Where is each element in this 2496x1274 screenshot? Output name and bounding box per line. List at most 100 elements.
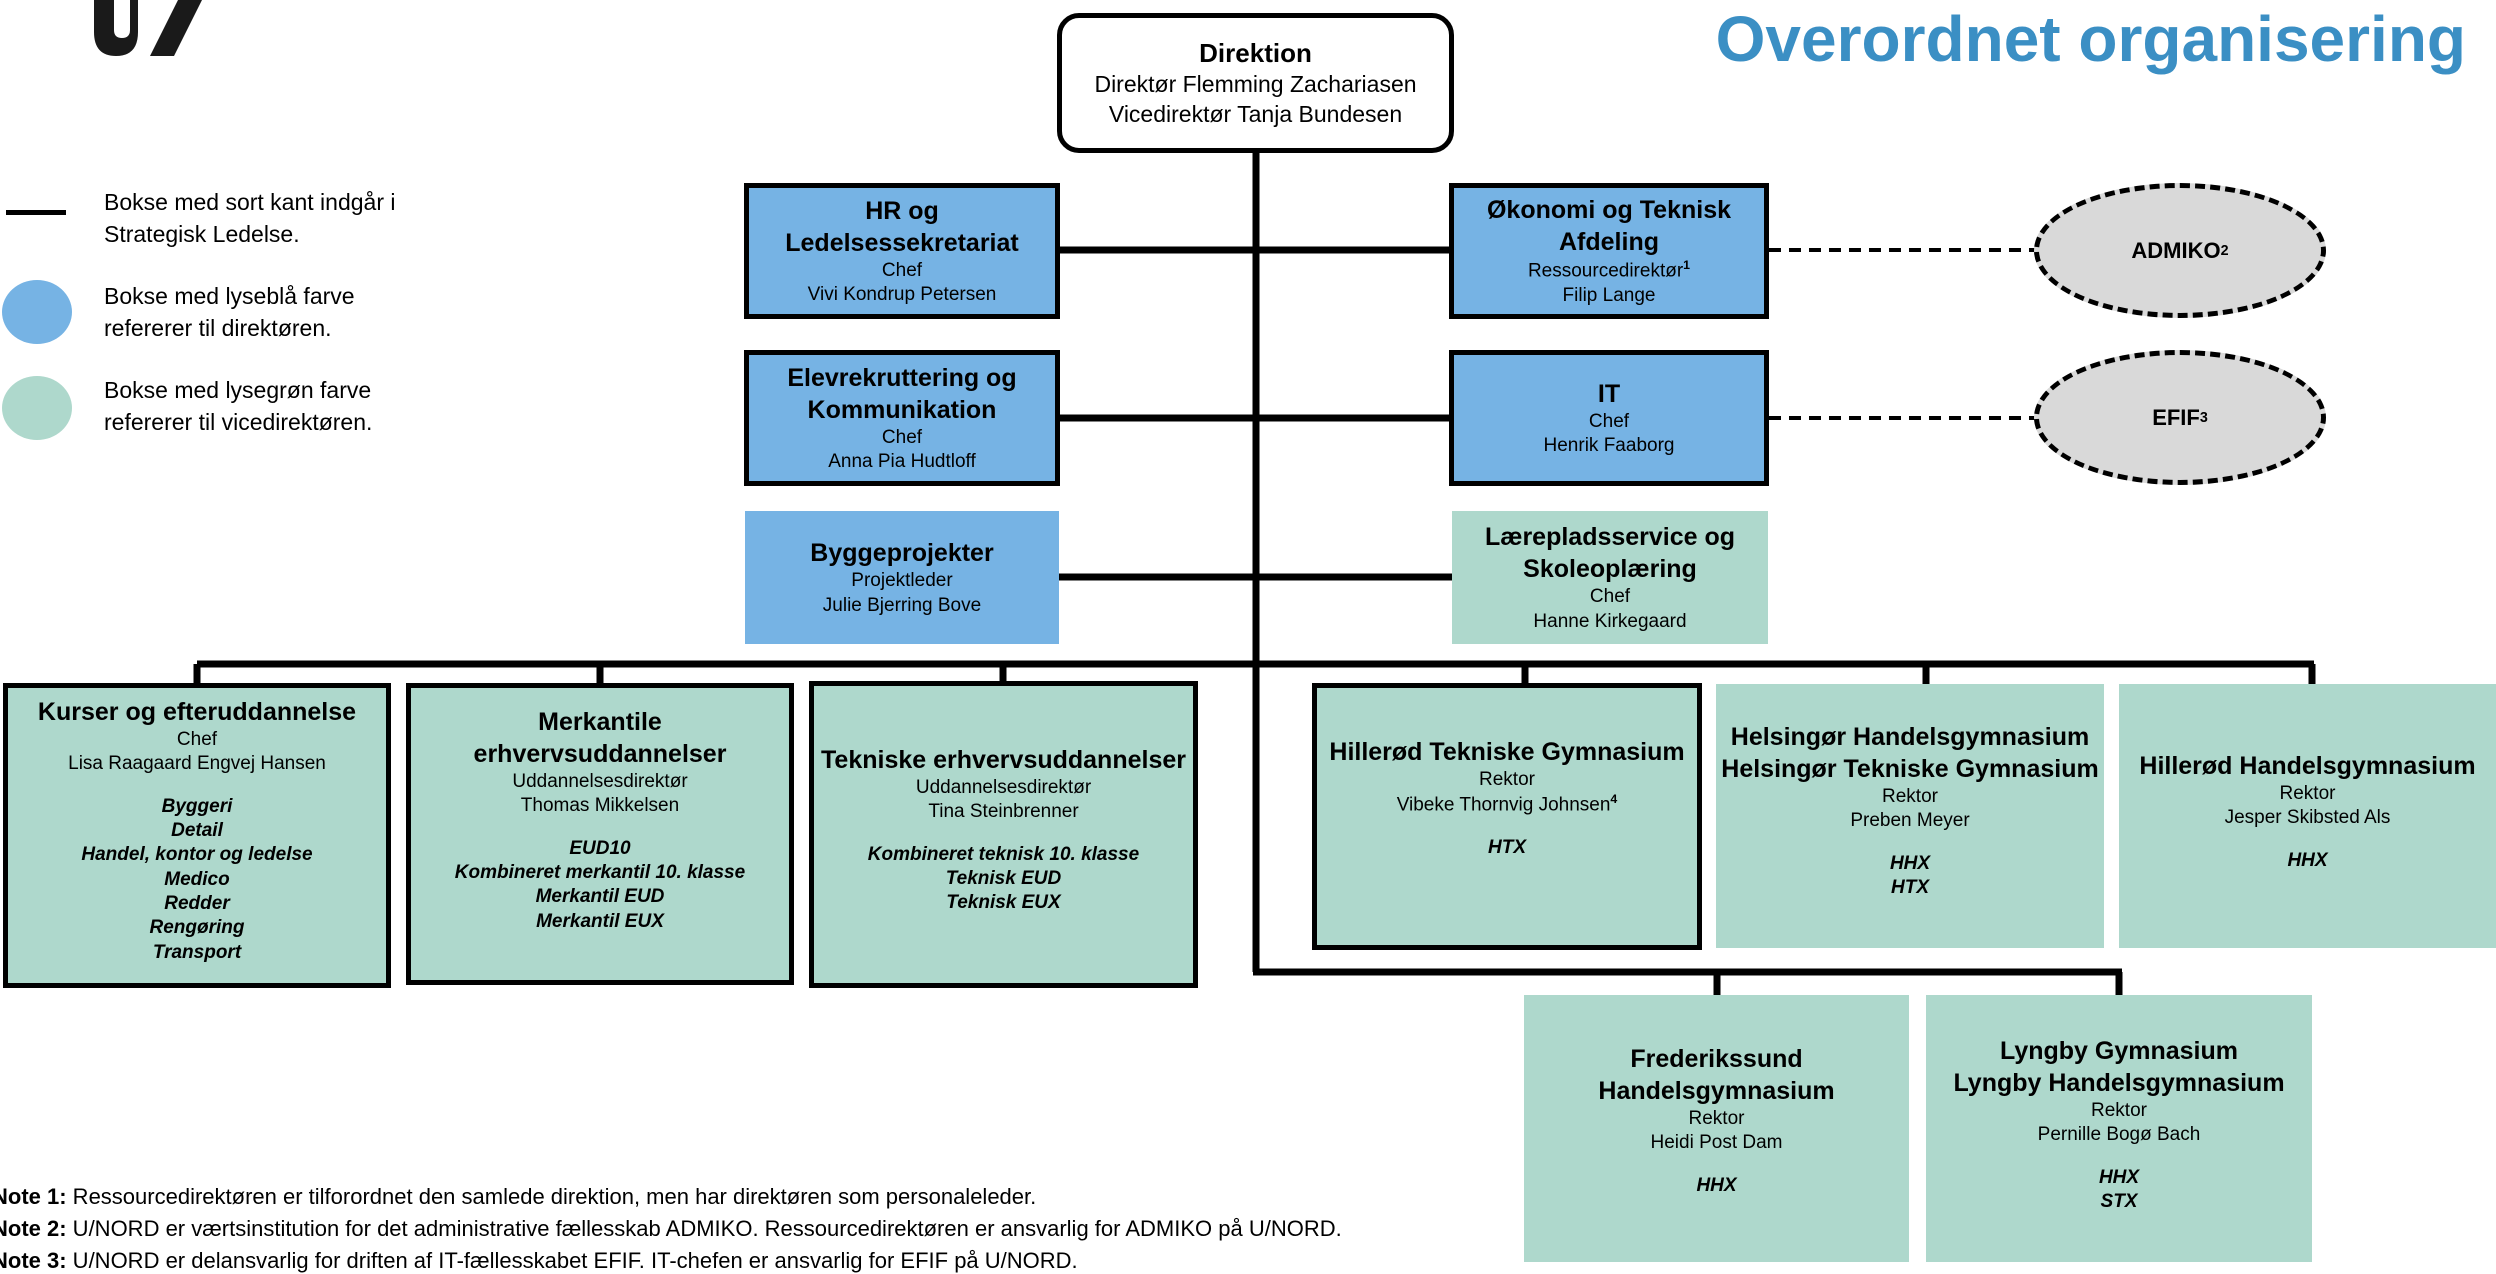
school-name: Heidi Post Dam [1650,1132,1783,1154]
program-item: HHX [1889,852,1931,874]
unit-it: IT Chef Henrik Faaborg [1449,350,1769,486]
school-role: Chef [176,729,218,750]
unit-role: Ressourcedirektør1 [1527,258,1691,282]
logo-icon [94,0,202,56]
note-1: Note 1: Ressourcedirektøren er tilforord… [0,1184,1037,1209]
school-title: Helsingør Tekniske Gymnasium [1721,755,2099,783]
school-role: Uddannelsesdirektør [915,777,1092,798]
direktion-title: Direktion [1199,37,1312,68]
program-item: EUD10 [569,837,631,859]
unit-name: Filip Lange [1562,284,1656,306]
legend-item-green: Bokse med lysegrøn farve refererer til v… [104,377,373,436]
legend-item-black-border: Bokse med sort kant indgår i Strategisk … [104,189,396,248]
program-item: Rengøring [149,917,245,939]
unit-role: Chef [1588,410,1630,432]
unit-role: Chef [881,259,923,281]
direktion-director: Direktør Flemming Zachariasen [1094,71,1417,98]
program-item: HTX [1891,876,1929,898]
school-name: Pernille Bogø Bach [2037,1124,2201,1146]
program-item: HHX [2287,849,2328,871]
unit-title: Skoleoplæring [1523,555,1697,584]
school-title: Hillerød Handelsgymnasium [2139,752,2476,780]
school-title: Tekniske erhvervsuddannelser [821,746,1186,774]
direktion-box: Direktion Direktør Flemming Zachariasen … [1057,13,1454,153]
school-name: Lisa Raagaard Engvej Hansen [68,753,326,775]
unit-role: Chef [1589,586,1631,608]
program-item: Teknisk EUX [946,892,1061,914]
school-role: Rektor [1688,1108,1745,1129]
unit-role: Projektleder [851,570,953,592]
unit-title: Lærepladsservice og [1484,523,1736,552]
program-item: Merkantil EUX [536,910,664,932]
school-hillerod-tekniske: Hillerød Tekniske Gymnasium Rektor Vibek… [1312,683,1702,950]
unit-title: IT [1597,379,1621,408]
unit-name: Vivi Kondrup Petersen [807,284,997,305]
school-hillerod-handels: Hillerød Handelsgymnasium Rektor Jesper … [2119,684,2496,948]
program-item: Kombineret teknisk 10. klasse [867,843,1140,865]
unit-title: Byggeprojekter [810,539,994,568]
unit-title: HR og [865,196,939,225]
school-lyngby: Lyngby Gymnasium Lyngby Handelsgymnasium… [1926,995,2312,1262]
school-title: erhvervsuddannelser [473,740,727,768]
program-item: STX [2100,1190,2138,1212]
unit-name: Julie Bjerring Bove [822,594,982,616]
program-item: HHX [2098,1166,2140,1188]
program-item: Kombineret merkantil 10. klasse [454,861,746,883]
page-title: Overordnet organisering [1715,3,2466,75]
school-name: Jesper Skibsted Als [2224,807,2391,829]
program-item: Redder [164,892,230,914]
unit-title: Elevrekruttering og [787,363,1017,392]
school-role: Rektor [1882,786,1938,807]
school-frederikssund: Frederikssund Handelsgymnasium Rektor He… [1524,995,1909,1262]
program-item: Transport [152,941,242,963]
unit-hr: HR og Ledelsessekretariat Chef Vivi Kond… [744,183,1060,319]
unit-title: Økonomi og Teknisk [1486,196,1732,225]
school-title: Frederikssund [1630,1045,1803,1073]
school-helsingor: Helsingør Handelsgymnasium Helsingør Tek… [1716,684,2104,948]
school-name: Thomas Mikkelsen [520,795,680,817]
program-item: Medico [164,868,230,890]
unit-title: Afdeling [1559,228,1659,257]
unit-name: Anna Pia Hudtloff [828,451,976,472]
program-item: Teknisk EUD [945,867,1062,889]
school-title: Handelsgymnasium [1598,1077,1835,1105]
legend-item-blue: Bokse med lyseblå farve refererer til di… [104,283,355,342]
program-item: HTX [1488,836,1526,858]
unit-name: Hanne Kirkegaard [1533,610,1687,632]
program-item: Byggeri [161,795,233,817]
school-name: Tina Steinbrenner [928,801,1079,823]
unit-elev: Elevrekruttering og Kommunikation Chef A… [744,350,1060,486]
school-role: Rektor [2091,1100,2147,1121]
unit-title: Ledelsessekretariat [785,228,1019,257]
school-kurser: Kurser og efteruddannelse Chef Lisa Raag… [3,683,391,988]
note-2: Note 2: U/NORD er værtsinstitution for d… [0,1216,1342,1241]
unit-bygge: Byggeprojekter Projektleder Julie Bjerri… [745,511,1059,644]
school-title: Lyngby Gymnasium [1999,1037,2238,1065]
direktion-vicedirector: Vicedirektør Tanja Bundesen [1108,100,1403,127]
school-role: Rektor [1479,769,1535,790]
program-item: Merkantil EUD [535,886,665,908]
school-name: Vibeke Thornvig Johnsen4 [1396,792,1618,816]
legend-green-swatch [2,376,72,440]
program-item: Handel, kontor og ledelse [81,844,313,866]
legend-blue-swatch [2,280,72,344]
school-tekniske: Tekniske erhvervsuddannelser Uddannelses… [809,681,1198,988]
note-3: Note 3: U/NORD er delansvarlig for drift… [0,1248,1078,1273]
unit-laere: Lærepladsservice og Skoleoplæring Chef H… [1452,511,1768,644]
unit-title: Kommunikation [807,395,997,424]
unit-name: Henrik Faaborg [1543,435,1675,456]
unit-role: Chef [881,426,923,448]
legend-black-border-swatch [6,210,66,215]
school-merkantile: Merkantile erhvervsuddannelser Uddannels… [406,683,794,985]
school-role: Uddannelsesdirektør [512,771,688,792]
school-title: Merkantile [538,708,662,736]
school-name: Preben Meyer [1850,810,1970,832]
program-item: HHX [1696,1174,1737,1196]
school-role: Rektor [2279,783,2336,804]
school-title: Helsingør Handelsgymnasium [1730,723,2090,751]
school-title: Kurser og efteruddannelse [37,698,357,726]
program-item: Detail [171,819,223,841]
